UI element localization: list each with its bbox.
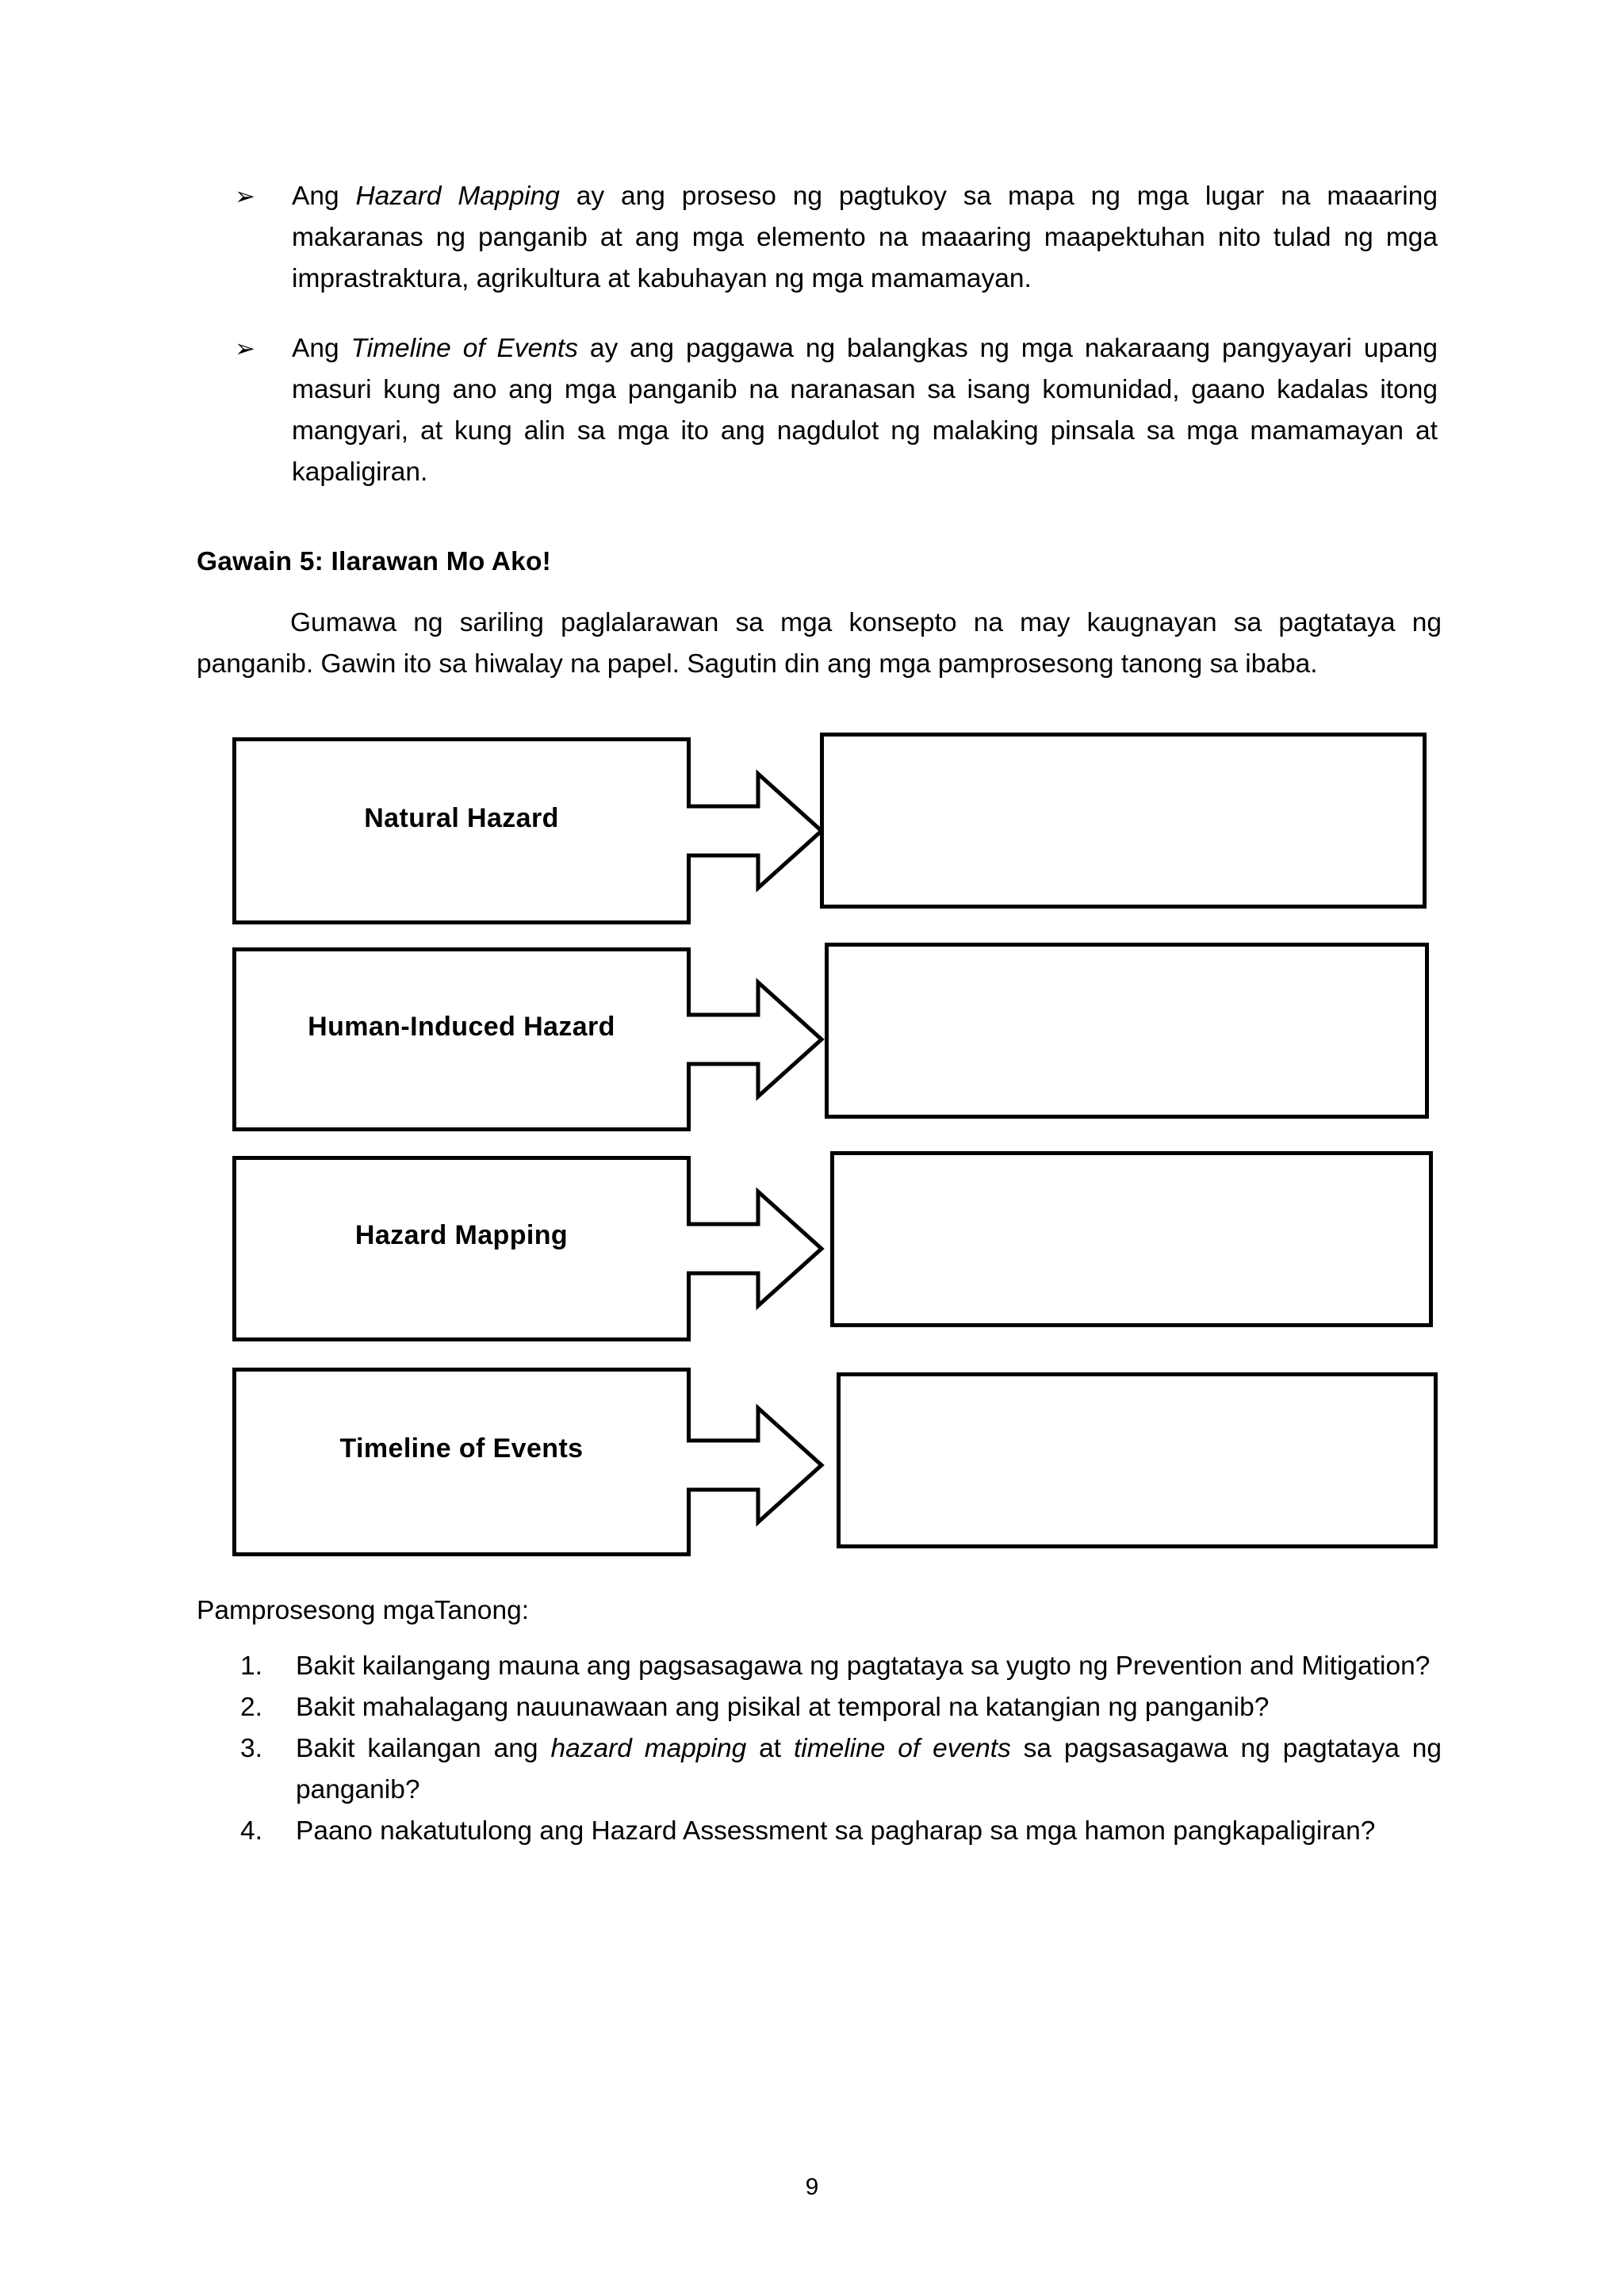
answer-box[interactable]: [820, 733, 1427, 909]
answer-box[interactable]: [837, 1372, 1438, 1548]
list-item: 2. Bakit mahalagang nauunawaan ang pisik…: [197, 1687, 1442, 1728]
concept-label-text: Natural Hazard: [364, 803, 559, 833]
diagram-row: Hazard Mapping: [0, 1143, 1624, 1351]
question-text-mid: at: [746, 1734, 794, 1763]
diagram-row: Human-Induced Hazard: [0, 933, 1624, 1138]
question-number: 4.: [240, 1816, 262, 1846]
concept-label-box: Timeline of Events: [232, 1368, 691, 1556]
question-number: 2.: [240, 1693, 262, 1722]
list-item: ➢ Ang Timeline of Events ay ang paggawa …: [197, 328, 1438, 493]
question-emphasis-one: hazard mapping: [550, 1734, 747, 1763]
question-text-post: sa pagsasagawa ng pagtataya ng panganib?: [296, 1734, 1442, 1804]
list-item: 3. Bakit kailangan ang hazard mapping at…: [197, 1728, 1442, 1811]
questions-section-title: Pamprosesong mgaTanong:: [197, 1596, 530, 1625]
answer-box[interactable]: [825, 943, 1429, 1119]
question-number: 3.: [240, 1734, 262, 1763]
arrow-right-icon: [687, 769, 825, 893]
arrowhead-bullet-icon: ➢: [235, 335, 255, 362]
activity-instructions: Gumawa ng sariling paglalarawan sa mga k…: [197, 608, 1442, 679]
bullet-emphasis-term: Timeline of Events: [350, 334, 578, 363]
question-text-pre: Bakit kailangang mauna ang pagsasagawa n…: [296, 1651, 1431, 1681]
concept-label-box: Human-Induced Hazard: [232, 947, 691, 1131]
activity-heading: Gawain 5: Ilarawan Mo Ako!: [197, 547, 551, 576]
list-item: 4. Paano nakatutulong ang Hazard Assessm…: [197, 1811, 1442, 1852]
question-emphasis-two: timeline of events: [793, 1734, 1011, 1763]
list-item: ➢ Ang Hazard Mapping ay ang proseso ng p…: [197, 176, 1438, 300]
question-text-pre: Bakit kailangan ang: [296, 1734, 551, 1763]
diagram-row: Timeline of Events: [0, 1355, 1624, 1565]
concept-description-diagram: Natural Hazard Human-Induced Hazard Haza…: [0, 723, 1624, 1571]
bullet-text-post: ay ang paggawa ng balangkas ng mga nakar…: [292, 334, 1438, 487]
concept-label-box: Hazard Mapping: [232, 1156, 691, 1341]
answer-box[interactable]: [830, 1151, 1433, 1327]
bullet-text-pre: Ang: [292, 334, 351, 363]
question-text-pre: Bakit mahalagang nauunawaan ang pisikal …: [296, 1693, 1270, 1722]
page-number: 9: [805, 2174, 819, 2200]
diagram-row: Natural Hazard: [0, 723, 1624, 928]
questions-list: 1. Bakit kailangang mauna ang pagsasagaw…: [197, 1646, 1442, 1852]
concept-bullet-list: ➢ Ang Hazard Mapping ay ang proseso ng p…: [197, 176, 1438, 522]
arrow-right-icon: [687, 1403, 825, 1527]
concept-label-text: Hazard Mapping: [354, 1220, 569, 1250]
question-text-pre: Paano nakatutulong ang Hazard Assessment…: [296, 1816, 1376, 1846]
arrowhead-bullet-icon: ➢: [235, 182, 255, 210]
concept-label-text: Timeline of Events: [339, 1433, 584, 1464]
arrow-right-icon: [687, 978, 825, 1101]
question-number: 1.: [240, 1651, 262, 1681]
bullet-text-pre: Ang: [292, 182, 356, 211]
bullet-emphasis-term: Hazard Mapping: [355, 182, 560, 211]
list-item: 1. Bakit kailangang mauna ang pagsasagaw…: [197, 1646, 1442, 1687]
concept-label-text: Human-Induced Hazard: [308, 1012, 615, 1042]
arrow-right-icon: [687, 1187, 825, 1311]
concept-label-box: Natural Hazard: [232, 737, 691, 924]
bullet-text-post: ay ang proseso ng pagtukoy sa mapa ng mg…: [292, 182, 1438, 293]
